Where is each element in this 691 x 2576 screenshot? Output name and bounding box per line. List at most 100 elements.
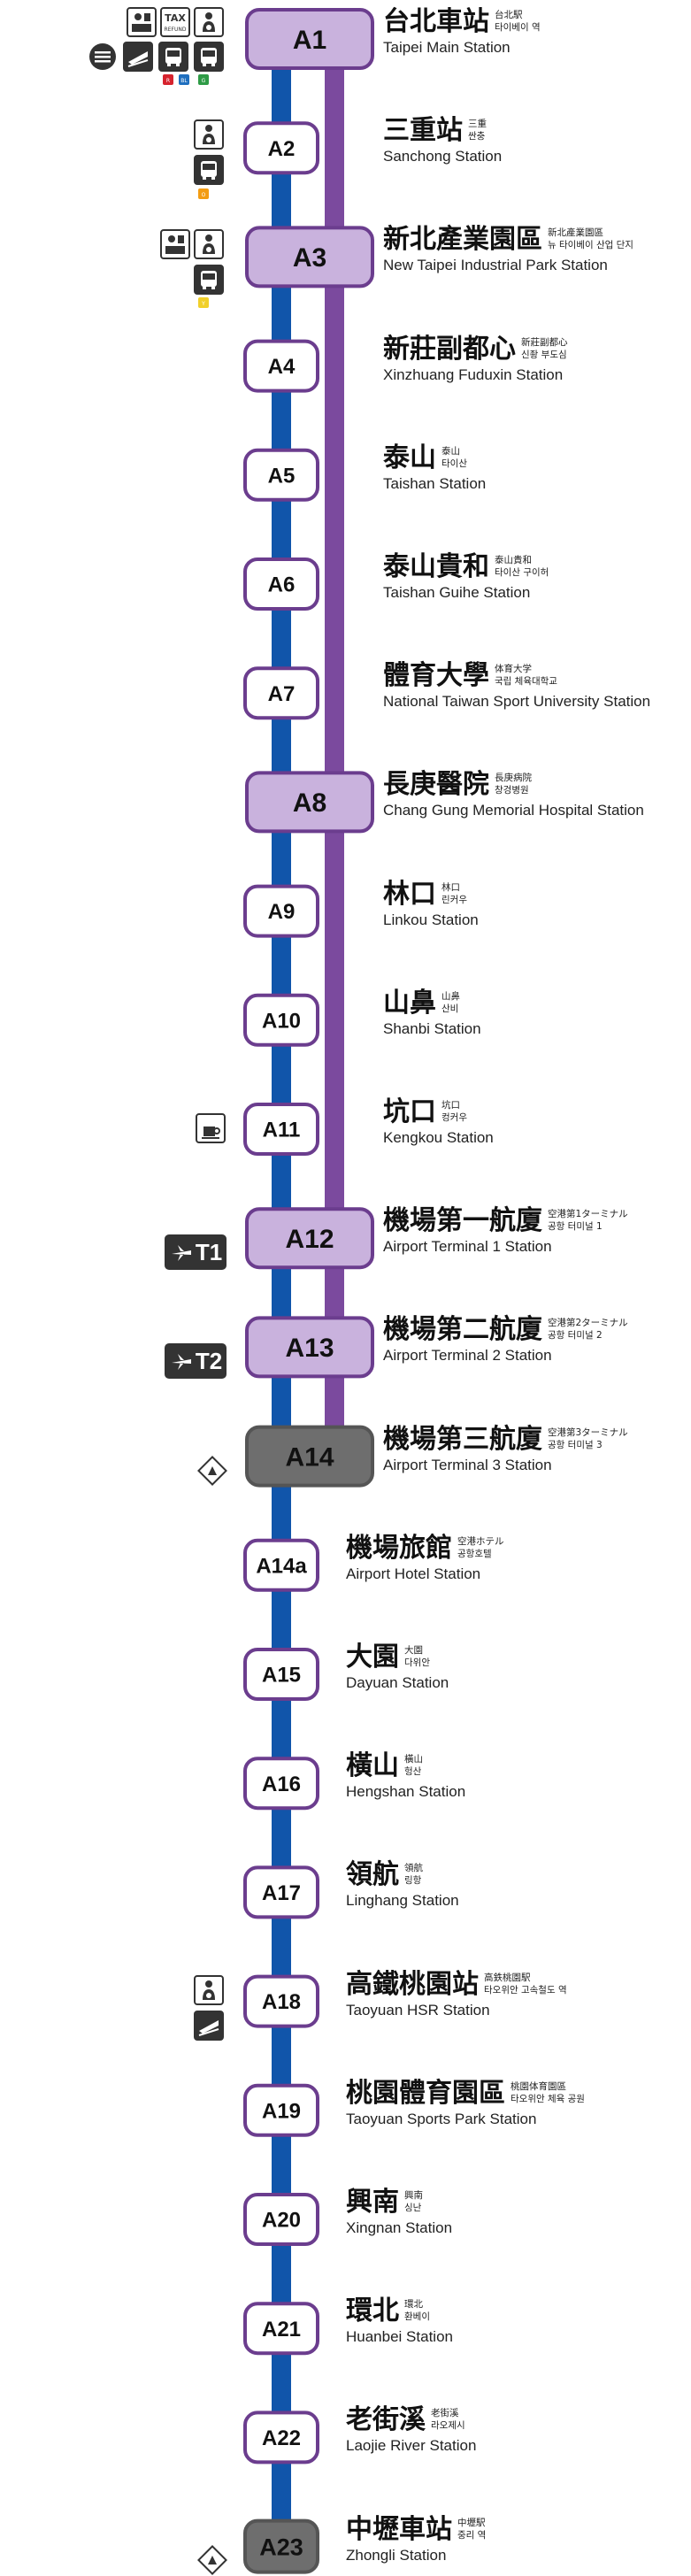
station-marker-a1: A1 <box>245 8 374 70</box>
bus-wheel <box>167 64 171 66</box>
station-marker-box <box>243 993 319 1047</box>
station-name-ko: 싱난 <box>404 2203 422 2213</box>
station-marker-a6: A6 <box>243 557 319 611</box>
station-name-ko: 타이산 구이허 <box>495 567 549 578</box>
station-name-ja: 台北駅 <box>495 10 523 20</box>
station-name-ko: 공항호텔 <box>457 1548 492 1559</box>
station-marker-box <box>243 2411 319 2465</box>
line-dot <box>198 297 209 308</box>
station-name-ko: 국립 체육대학교 <box>495 676 557 688</box>
station-label-a12: 機場第一航廈 <box>383 1206 542 1236</box>
service-person-icon <box>194 1975 224 2005</box>
station-name-en: Linghang Station <box>346 1892 459 1910</box>
station-markers: A1A2A3A4A5A6A7A8A9A10A11A12A13A14A14aA15… <box>243 8 374 2574</box>
orange-line-dot: O <box>198 188 209 199</box>
station-label-a21: 環北 <box>346 2296 399 2326</box>
station-code: A19 <box>262 2099 301 2123</box>
line-tracks <box>272 39 344 2547</box>
station-name-ja: 泰山貴和 <box>495 555 532 565</box>
station-name-ko: 신좡 부도심 <box>521 349 567 360</box>
line-dot-label: O <box>202 192 206 198</box>
bus-wheel <box>176 64 180 66</box>
service-person-icon <box>194 229 224 259</box>
station-marker-a10: A10 <box>243 993 319 1047</box>
bus-wheel <box>203 177 206 180</box>
station-marker-box <box>243 557 319 611</box>
station-marker-box <box>243 2518 319 2574</box>
station-code: A7 <box>268 682 296 706</box>
station-code: A18 <box>262 1990 301 2014</box>
line-dot <box>179 74 189 85</box>
station-marker-box <box>243 2193 319 2246</box>
bus-wheel <box>211 177 215 180</box>
station-name-ko: 공항 터미널 2 <box>548 1330 603 1342</box>
commuter-line-track <box>272 39 291 2547</box>
station-name-ja: 空港第1ターミナル <box>548 1209 628 1220</box>
station-name-ja: 領航 <box>404 1863 423 1874</box>
station-code: A17 <box>262 1881 301 1905</box>
station-name-ko: 다위안 <box>404 1657 430 1668</box>
station-name-zh: 機場旅館 <box>346 1532 452 1564</box>
station-label-a1: 台北車站 <box>383 7 489 37</box>
yellow-line-dot: Y <box>198 297 209 308</box>
station-name-ko: 링항 <box>404 1875 422 1887</box>
station-name-ko: 타이산 <box>441 458 467 469</box>
station-name-en: Chang Gung Memorial Hospital Station <box>383 802 644 819</box>
station-marker-box <box>245 226 374 288</box>
station-name-en: Kengkou Station <box>383 1129 494 1146</box>
bus-window <box>167 50 180 57</box>
station-code: A15 <box>262 1664 301 1688</box>
station-name-en: Dayuan Station <box>346 1674 449 1691</box>
station-name-en: Taishan Station <box>383 474 487 492</box>
cup-handle <box>213 1127 220 1134</box>
station-marker-box <box>243 1538 319 1592</box>
tra-bar <box>95 60 111 63</box>
station-marker-box <box>243 666 319 720</box>
high-speed-rail-icon <box>194 2011 224 2041</box>
station-marker-a8: A8 <box>245 771 374 834</box>
station-label-a9: 林口 <box>383 879 436 910</box>
station-name-ko: 타오위안 체육 공원 <box>511 2093 585 2104</box>
station-name-ja: 三重 <box>468 119 487 130</box>
station-label-a23: 中壢車站 <box>346 2514 452 2545</box>
counter-luggage <box>144 13 150 21</box>
station-marker-box <box>243 121 319 175</box>
icon-frame <box>127 7 157 37</box>
station-name-ja: 山鼻 <box>441 990 460 1002</box>
line-dot <box>198 188 209 199</box>
station-name-zh: 橫山 <box>346 1750 399 1782</box>
person-badge <box>206 25 211 30</box>
station-marker-a14: A14 <box>245 1425 374 1488</box>
station-name-ja: 環北 <box>404 2299 423 2311</box>
train-rail <box>127 59 149 67</box>
station-code: A4 <box>268 355 296 379</box>
station-marker-a23: A23 <box>243 2518 319 2574</box>
bus-wheel <box>211 64 215 66</box>
coffee-shop-icon <box>196 1113 226 1143</box>
station-name-ko: 헝산 <box>404 1766 422 1778</box>
station-name-ja: 長庚病院 <box>495 773 532 784</box>
station-marker-a9: A9 <box>243 884 319 938</box>
construction-mark <box>208 2556 217 2564</box>
station-name-en: Laojie River Station <box>346 2437 477 2455</box>
station-name-zh: 環北 <box>346 2295 399 2327</box>
train-shape <box>199 2020 219 2034</box>
terminal2-badge: T2 <box>165 1343 226 1379</box>
airplane-icon <box>172 1245 191 1261</box>
station-label-a19: 桃園體育園區 <box>346 2078 505 2109</box>
bus-icon <box>194 265 224 295</box>
station-marker-box <box>243 1757 319 1811</box>
airplane-icon <box>172 1354 191 1370</box>
person-badge <box>206 247 211 252</box>
bus-window <box>203 164 215 170</box>
station-name-zh: 台北車站 <box>383 6 489 37</box>
station-name-ko: 컹커우 <box>441 1112 467 1123</box>
station-name-ja: 中壢駅 <box>457 2517 486 2528</box>
station-name-ko: 싼충 <box>468 131 486 142</box>
station-name-ja: 空港第2ターミナル <box>548 1318 628 1329</box>
bus-wheel <box>203 64 206 66</box>
station-marker-a18: A18 <box>243 1974 319 2028</box>
station-marker-box <box>243 2083 319 2137</box>
station-name-en: Linkou Station <box>383 911 479 928</box>
